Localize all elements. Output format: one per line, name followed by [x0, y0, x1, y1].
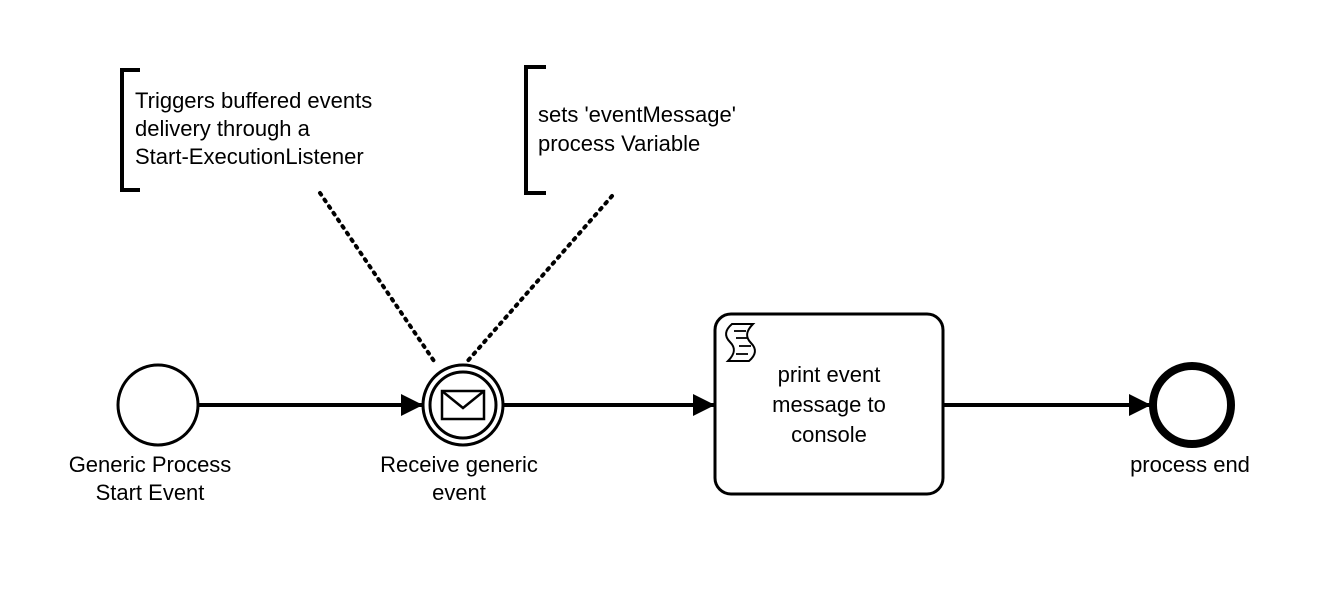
script-task[interactable]: print event message to console [713, 312, 945, 496]
envelope-icon [440, 389, 486, 421]
text-annotation-buffered-events[interactable]: Triggers buffered events delivery throug… [120, 68, 372, 192]
end-event-circle [1149, 362, 1235, 448]
script-task-label-line: console [791, 422, 867, 447]
script-task-box [713, 312, 945, 496]
end-event[interactable]: process end [1130, 362, 1250, 477]
script-task-label-line: message to [772, 392, 886, 417]
script-icon [725, 323, 756, 362]
end-event-label: process end [1130, 452, 1250, 477]
annotation-line: Start-ExecutionListener [135, 144, 364, 169]
association-buffered-events[interactable] [318, 191, 438, 366]
intermediate-message-catch-event[interactable]: Receive generic event [380, 363, 538, 505]
script-task-label-line: print event [778, 362, 881, 387]
start-event-label-line: Generic Process [69, 452, 232, 477]
start-event-circle [116, 363, 200, 447]
annotation-line: delivery through a [135, 116, 311, 141]
catch-event-inner-circle [428, 370, 498, 440]
text-annotation-event-message[interactable]: sets 'eventMessage' process Variable [524, 65, 736, 195]
association-event-message[interactable] [463, 194, 614, 366]
annotation-line: sets 'eventMessage' [538, 102, 736, 127]
annotation-bracket [120, 68, 140, 192]
catch-event-label-line: Receive generic [380, 452, 538, 477]
catch-event-label-line: event [432, 480, 486, 505]
annotation-line: Triggers buffered events [135, 88, 372, 113]
start-event-label-line: Start Event [96, 480, 205, 505]
annotation-line: process Variable [538, 131, 700, 156]
annotation-bracket [524, 65, 546, 195]
start-event[interactable]: Generic Process Start Event [69, 363, 232, 505]
